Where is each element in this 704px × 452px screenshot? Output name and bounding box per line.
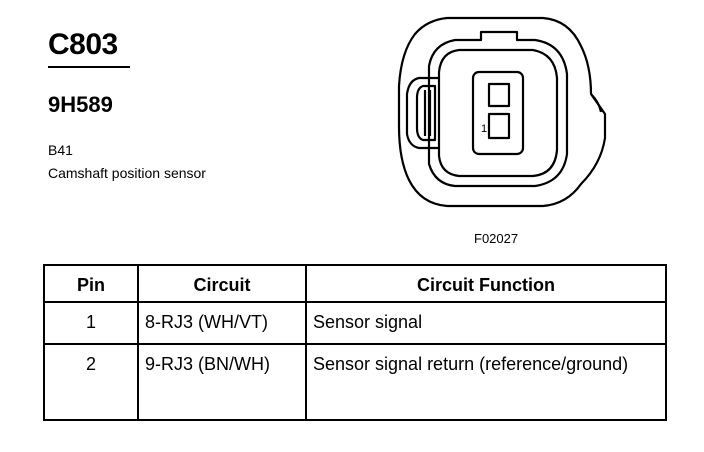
pin-1-terminal [487,112,511,140]
function-cell: Sensor signal return (reference/ground) [305,343,667,421]
part-number: 9H589 [48,92,113,117]
pin-2-terminal [487,82,511,108]
connector-face-diagram: 1 [397,16,607,208]
figure-code: F02027 [474,231,519,246]
connector-description: Camshaft position sensor [48,165,206,181]
connector-id: C803 [48,28,118,61]
connector-outer-housing [397,16,607,208]
pin-1-label: 1 [481,123,487,135]
pin-cell: 2 [43,343,139,421]
circuit-cell: 9-RJ3 (BN/WH) [137,343,307,421]
location-code: B41 [48,142,73,158]
table-row: 1 8-RJ3 (WH/VT) Sensor signal [43,301,667,345]
function-cell: Sensor signal [305,301,667,345]
connector-id-underline [48,66,130,68]
connector-inner-housing [427,30,569,188]
header-circuit: Circuit [137,264,307,303]
header-pin: Pin [43,264,139,303]
pin-cell: 1 [43,301,139,345]
circuit-cell: 8-RJ3 (WH/VT) [137,301,307,345]
pin-table: Pin Circuit Circuit Function 1 8-RJ3 (WH… [43,264,667,421]
table-row: 2 9-RJ3 (BN/WH) Sensor signal return (re… [43,343,667,421]
locking-tab [405,76,439,150]
pin-table-header-row: Pin Circuit Circuit Function [43,264,667,303]
pin-cavity-block [471,70,525,156]
header-circuit-function: Circuit Function [305,264,667,303]
